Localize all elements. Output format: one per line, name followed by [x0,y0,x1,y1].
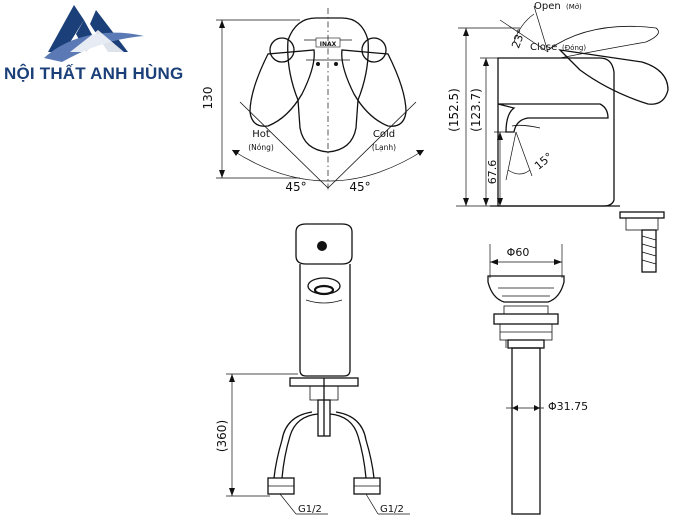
drain-view: Φ60 Φ31.75 [487,244,588,515]
angle-arc [231,149,425,182]
lever-open [547,25,659,59]
angle-left-label: 45° [285,180,306,194]
hot-label: Hot [252,129,270,140]
front-view: (360) G1/2 G1/2 [215,223,410,515]
lever-angle-label: 23° [509,27,528,50]
dia-pipe-label: Φ31.75 [548,400,588,413]
dim-body-label: (123.7) [469,88,483,132]
top-view-base [287,17,369,153]
thread-left-label: G1/2 [298,504,322,515]
mount-plate [619,211,665,219]
close-sub-label: (Đóng) [562,44,586,52]
dim-spout-label: 67.6 [486,160,499,185]
cold-sub-label: (Lạnh) [372,143,396,152]
handle-cold-position [341,49,407,127]
mount-shank [641,229,657,273]
dim-hose-label: (360) [215,420,229,452]
open-label: Open [534,1,561,12]
dim-height-label: 130 [201,87,215,110]
thread-right-label: G1/2 [380,504,404,515]
hot-sub-label: (Nóng) [248,143,274,152]
lever-boss-right [361,37,387,63]
lever-boss-left [269,37,295,63]
spout-angle-label: 15° [532,150,555,172]
dim-total-label: (152.5) [447,88,461,132]
dia-top-label: Φ60 [507,246,530,259]
front-shank [317,399,331,437]
drain-pipe [511,347,541,515]
close-label: Close [530,42,557,53]
hose-right [329,413,367,479]
front-lever-head [295,223,353,265]
drain-cap [487,275,565,303]
cold-label: Cold [373,129,395,140]
handle-hot-position [249,49,315,127]
hose-left [281,413,319,479]
company-name: NỘI THẤT ANH HÙNG [4,64,184,83]
faucet-spout [497,103,609,133]
lever-closed [558,49,669,105]
open-sub-label: (Mở) [566,3,582,11]
front-body [299,264,351,377]
side-view: (152.5) (123.7) 67.6 Open (Mở) Close (Đó… [447,1,669,273]
angle-right-label: 45° [349,180,370,194]
drain-flange [493,313,559,325]
company-logo [44,5,144,62]
top-view: INAX 130 Hot (Nóng) Cold (Lạnh) 45° 45° [201,8,425,194]
drain-nut [507,339,545,349]
faucet-body [497,57,615,207]
